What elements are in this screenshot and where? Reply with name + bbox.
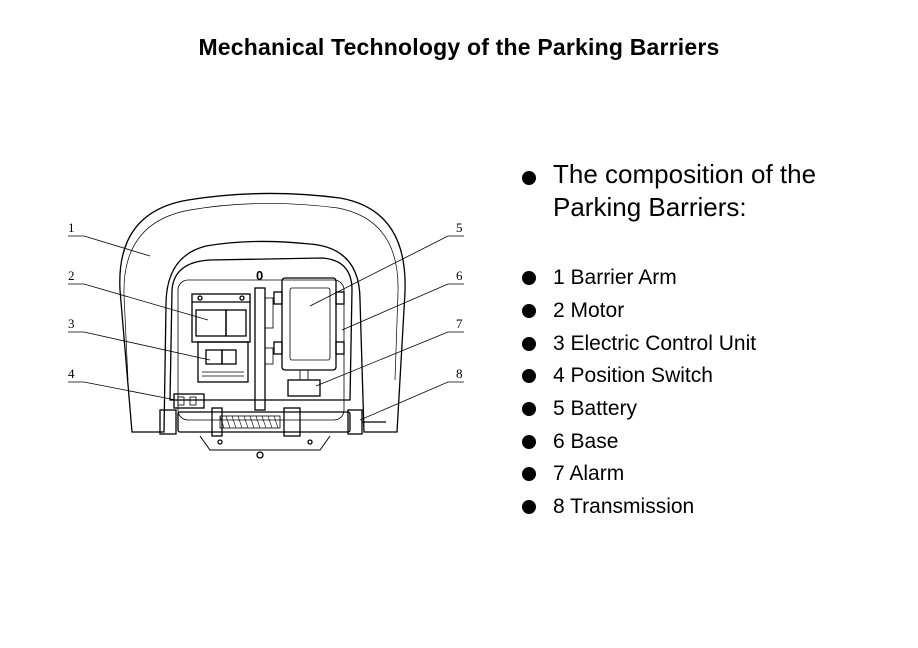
list-item: 2 Motor xyxy=(522,295,902,328)
callout-4: 4 xyxy=(68,366,75,381)
list-item: 5 Battery xyxy=(522,393,902,426)
callout-8: 8 xyxy=(456,366,463,381)
bullet-icon xyxy=(522,369,536,384)
leader-lines xyxy=(68,235,464,421)
composition-heading-text: The composition of the Parking Barriers: xyxy=(553,159,817,222)
list-item: 7 Alarm xyxy=(522,458,902,491)
control-unit xyxy=(197,341,249,383)
barrier-drawing: 0 xyxy=(68,192,464,459)
list-item: 6 Base xyxy=(522,425,902,458)
bullet-icon xyxy=(522,171,536,185)
switch-mark: 0 xyxy=(256,268,263,283)
barrier-arm-outline xyxy=(119,192,406,433)
bullet-icon xyxy=(522,434,536,449)
bullet-icon xyxy=(522,336,536,351)
callout-7: 7 xyxy=(456,316,463,331)
part-label: 5 Battery xyxy=(553,397,638,421)
list-item: 1 Barrier Arm xyxy=(522,262,902,295)
bullet-icon xyxy=(522,467,536,482)
list-item: 4 Position Switch xyxy=(522,360,902,393)
part-label: 1 Barrier Arm xyxy=(553,266,677,290)
part-label: 8 Transmission xyxy=(553,495,695,519)
alarm-unit xyxy=(287,379,321,397)
composition-heading: The composition of the Parking Barriers: xyxy=(522,158,902,224)
part-label: 2 Motor xyxy=(553,299,625,323)
bullet-icon xyxy=(522,500,536,515)
part-label: 6 Base xyxy=(553,429,619,453)
callout-1: 1 xyxy=(68,220,75,235)
parts-list: 1 Barrier Arm 2 Motor 3 Electric Control… xyxy=(522,262,902,524)
bullet-icon xyxy=(522,271,536,286)
callout-5: 5 xyxy=(456,220,463,235)
bullet-icon xyxy=(522,304,536,319)
base-housing xyxy=(169,257,353,401)
transmission-unit xyxy=(159,407,386,437)
callout-2: 2 xyxy=(68,268,75,283)
battery-unit xyxy=(273,277,345,371)
page-title: Mechanical Technology of the Parking Bar… xyxy=(198,34,720,60)
part-label: 3 Electric Control Unit xyxy=(553,331,757,355)
shaft xyxy=(254,287,266,411)
barrier-diagram: 0 xyxy=(60,180,480,470)
part-label: 7 Alarm xyxy=(553,462,625,486)
part-label: 4 Position Switch xyxy=(553,364,713,388)
callout-6: 6 xyxy=(456,268,463,283)
bullet-icon xyxy=(522,402,536,417)
position-switch xyxy=(173,393,205,409)
list-item: 3 Electric Control Unit xyxy=(522,327,902,360)
callout-3: 3 xyxy=(68,316,75,331)
list-item: 8 Transmission xyxy=(522,491,902,524)
